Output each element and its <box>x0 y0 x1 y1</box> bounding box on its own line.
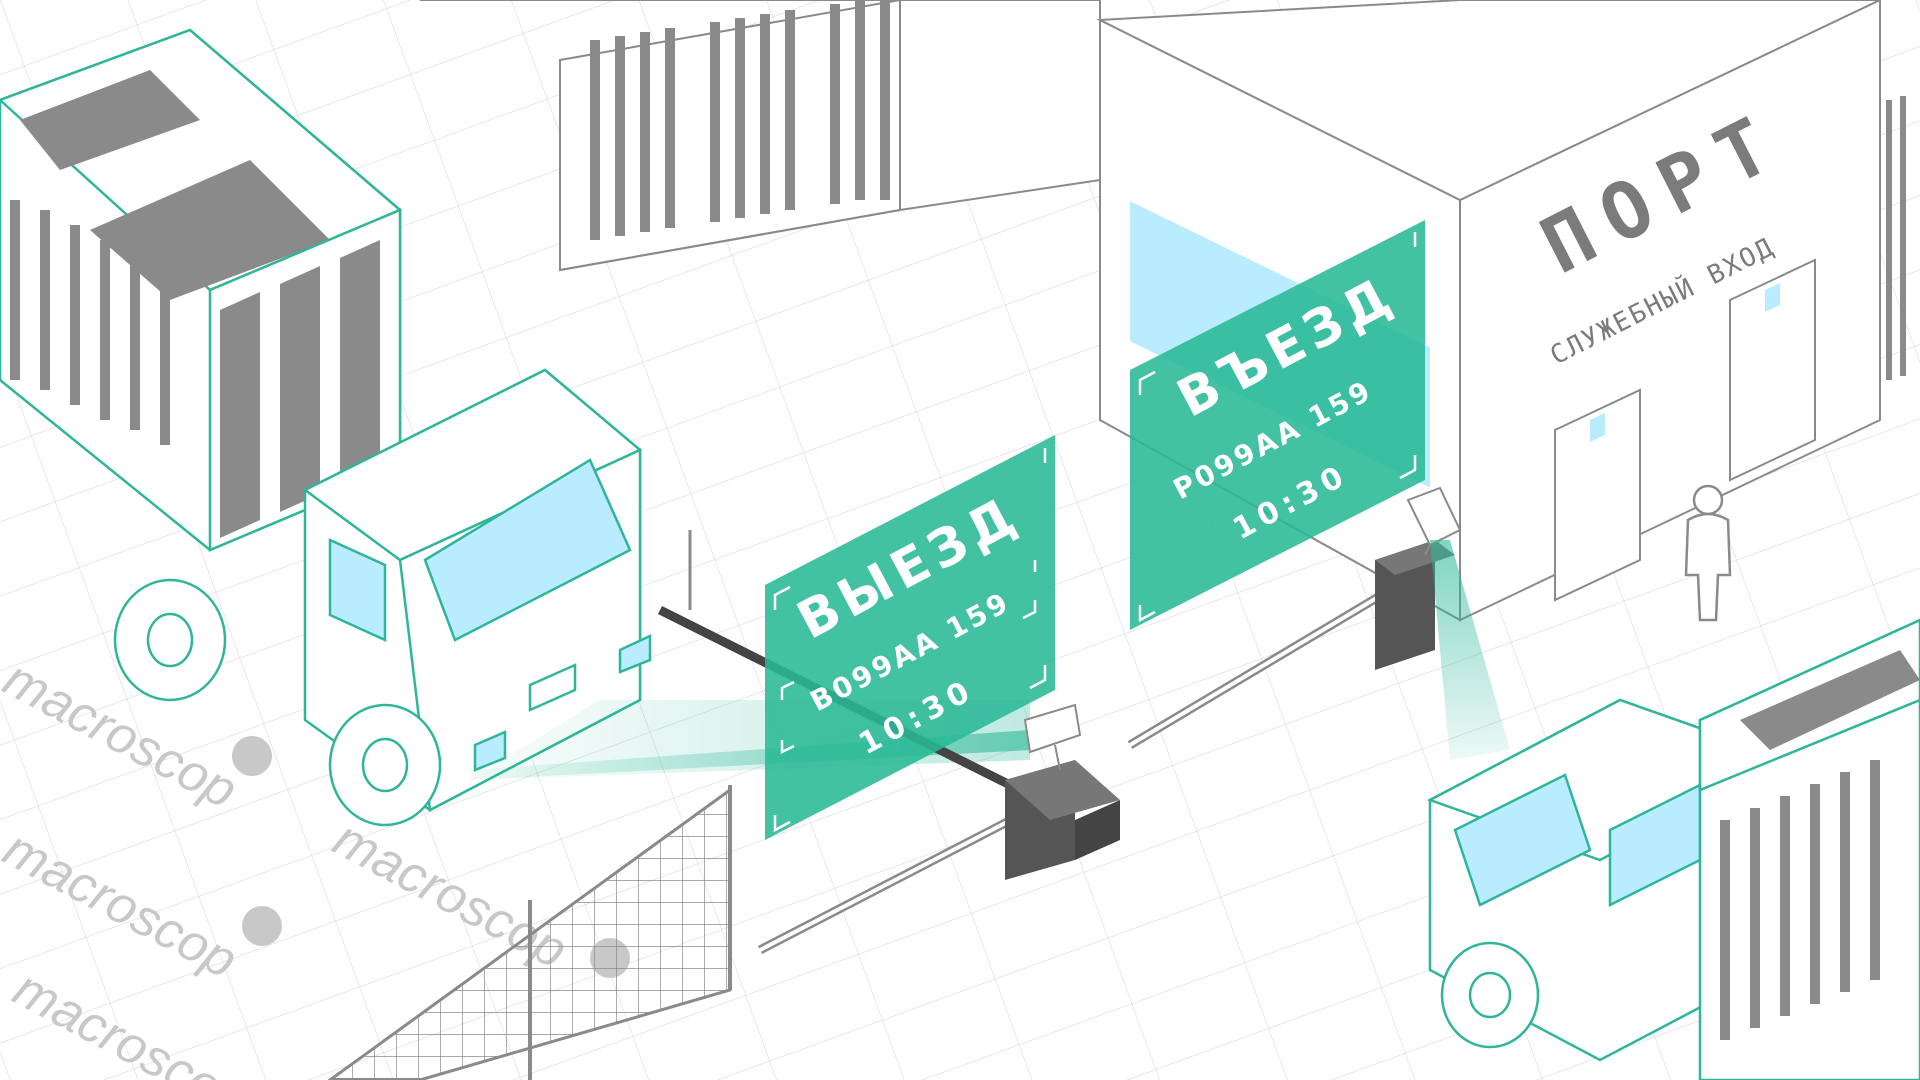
warehouse-building <box>420 0 1101 272</box>
person-icon <box>1684 484 1732 622</box>
container-roof-panel <box>1740 650 1920 750</box>
truck-left <box>0 28 652 827</box>
cab-side-window <box>328 538 387 642</box>
camera-icon <box>1406 486 1462 556</box>
door <box>1729 258 1816 482</box>
watermark-logo-icon <box>232 736 272 776</box>
watermark-logo-icon <box>242 906 282 946</box>
truck-right <box>1426 618 1920 1080</box>
mesh-fence <box>327 785 732 1080</box>
camera-beam <box>1430 540 1510 760</box>
camera-icon <box>1023 703 1082 771</box>
door <box>1554 388 1641 602</box>
container-roof-panel <box>90 160 330 300</box>
gate-barrier-right <box>1127 540 1455 749</box>
gate-barrier-left <box>657 530 1120 954</box>
cab-windshield <box>423 458 632 642</box>
exit-recognition-card: ВЫЕЗД В099АА 159 10:30 <box>765 435 1055 840</box>
container-roof-panel <box>20 70 200 170</box>
cab-windshield <box>1453 773 1592 907</box>
